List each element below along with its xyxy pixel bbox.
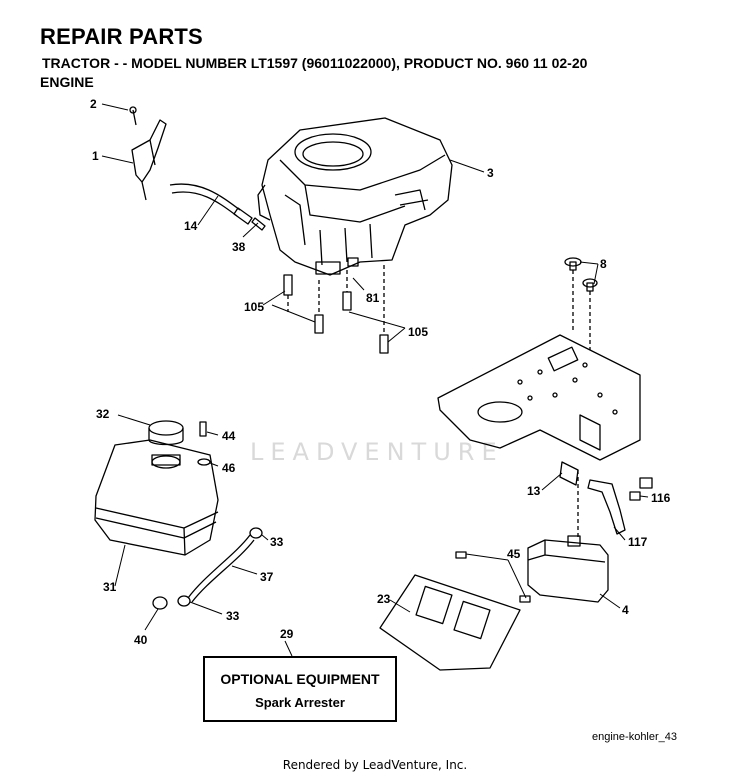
callout-117: 117 [628, 535, 648, 549]
heat-shield-drawing [379, 551, 531, 671]
callout-33-bottom: 33 [226, 609, 240, 623]
fastener-knobs-drawing [564, 257, 598, 350]
callout-29: 29 [280, 627, 294, 641]
callout-81: 81 [366, 291, 380, 305]
callout-14: 14 [184, 219, 198, 233]
callout-3: 3 [487, 166, 494, 180]
callout-38: 38 [232, 240, 246, 254]
spark-arrester-label: Spark Arrester [255, 695, 345, 710]
callout-33-top: 33 [270, 535, 284, 549]
callout-31: 31 [103, 580, 117, 594]
diagram-id: engine-kohler_43 [592, 731, 678, 743]
callout-13: 13 [527, 484, 541, 498]
callout-40: 40 [134, 633, 148, 647]
fuel-tank-drawing [94, 420, 219, 556]
callout-23: 23 [377, 592, 391, 606]
fuel-line-tank-drawing [152, 527, 263, 610]
callout-37: 37 [260, 570, 274, 584]
callout-44: 44 [222, 429, 236, 443]
callout-4: 4 [622, 603, 629, 617]
callout-2: 2 [90, 97, 97, 111]
callout-116: 116 [651, 491, 671, 505]
callout-46: 46 [222, 461, 236, 475]
muffler-drawing [527, 461, 653, 603]
optional-equipment-box: OPTIONAL EQUIPMENT Spark Arrester [203, 656, 397, 722]
callout-8: 8 [600, 257, 607, 271]
fuel-line-drawing [169, 183, 266, 231]
callout-105-left: 105 [244, 300, 264, 314]
callout-45: 45 [507, 547, 521, 561]
callout-32: 32 [96, 407, 110, 421]
section-heading: ENGINE [40, 74, 94, 90]
callout-105-right: 105 [408, 325, 428, 339]
frame-plate-drawing [437, 334, 641, 461]
engine-drawing [257, 117, 453, 276]
footer-credit: Rendered by LeadVenture, Inc. [282, 758, 468, 772]
optional-equipment-title: OPTIONAL EQUIPMENT [220, 671, 380, 687]
callout-1: 1 [92, 149, 99, 163]
leader-lines [101, 103, 649, 657]
page-title: REPAIR PARTS [40, 24, 203, 49]
mounting-bolts-drawing [283, 257, 389, 354]
model-subtitle: TRACTOR - - MODEL NUMBER LT1597 (9601102… [42, 55, 588, 71]
throttle-bracket-drawing [129, 106, 167, 201]
watermark-text: LEADVENTURE [250, 438, 504, 466]
